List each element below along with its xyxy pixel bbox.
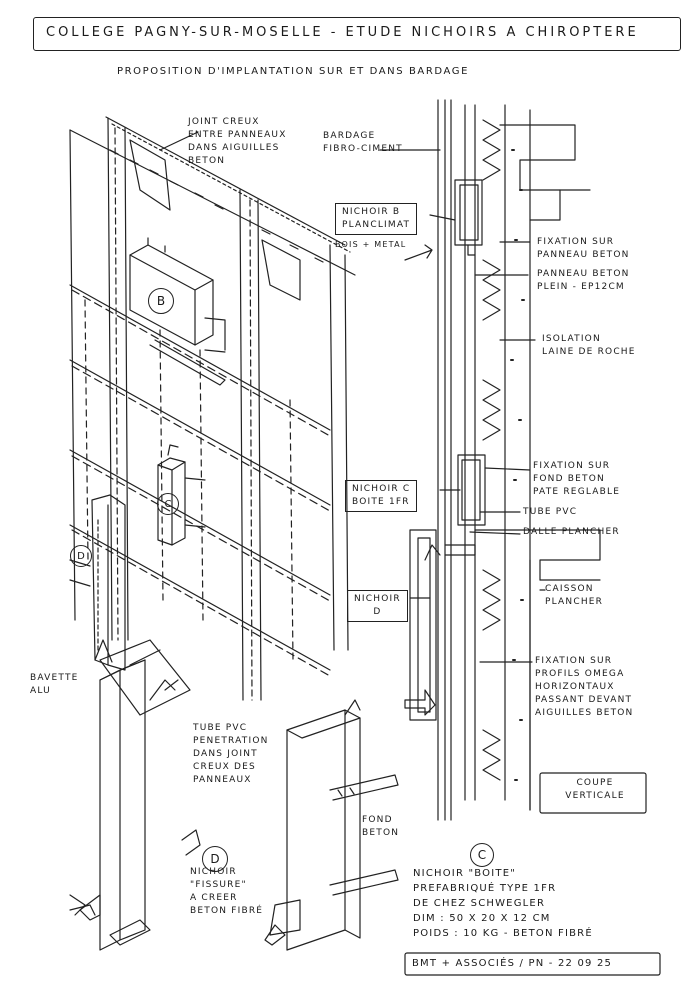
detail-nichoir-d bbox=[69, 639, 201, 951]
vertical-section bbox=[159, 99, 601, 821]
label-dalle: DALLE PLANCHER bbox=[523, 527, 620, 537]
label-tube-pvc: TUBE PVC bbox=[523, 507, 578, 517]
facade-isometric bbox=[69, 116, 356, 701]
coupe-frame bbox=[539, 772, 647, 814]
arrow-c bbox=[264, 924, 286, 946]
signature-frame bbox=[404, 952, 661, 976]
signature-text: BMT + ASSOCIÉS / PN - 22 09 25 bbox=[412, 958, 613, 969]
marker-c: C bbox=[157, 493, 179, 515]
marker-d: D bbox=[70, 545, 92, 567]
marker-c-detail: C bbox=[470, 843, 494, 867]
arrow-d bbox=[69, 894, 86, 916]
marker-b: B bbox=[148, 288, 174, 314]
page-title: COLLEGE PAGNY-SUR-MOSELLE - ETUDE NICHOI… bbox=[46, 25, 639, 40]
marker-d-detail: D bbox=[202, 846, 228, 872]
detail-nichoir-c bbox=[269, 699, 399, 951]
title-frame bbox=[33, 17, 681, 51]
page-subtitle: PROPOSITION D'IMPLANTATION SUR ET DANS B… bbox=[117, 66, 470, 77]
label-bois-metal: BOIS + METAL bbox=[335, 240, 407, 249]
